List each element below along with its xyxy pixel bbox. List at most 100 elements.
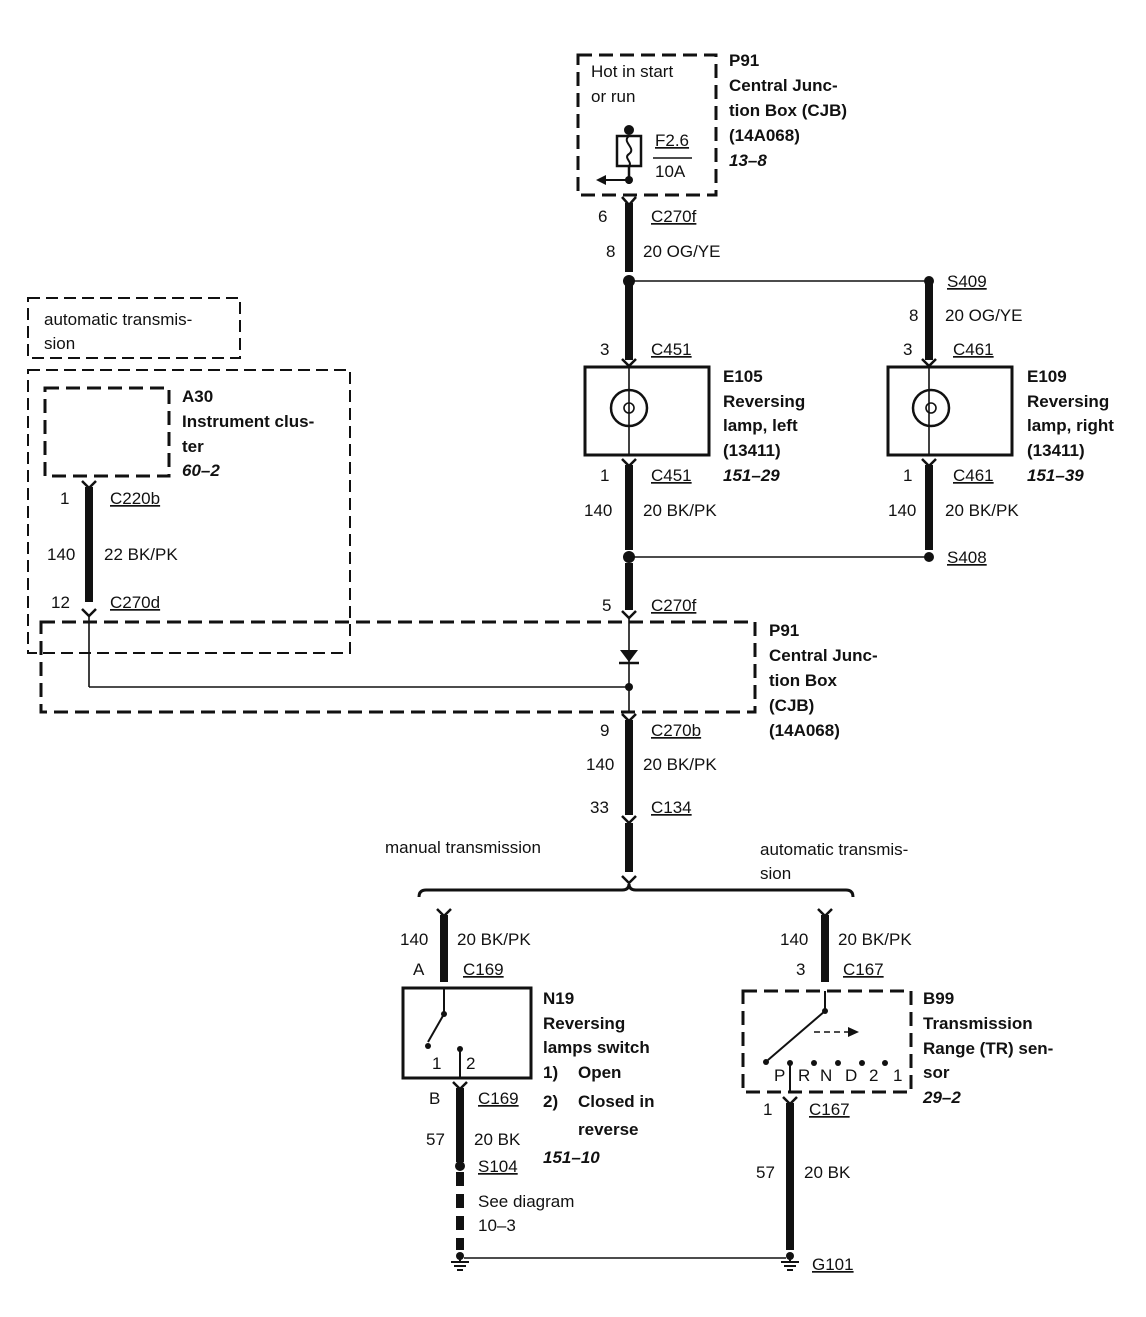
cluster-option-2: sion — [44, 334, 75, 353]
b99-circuit: 140 — [780, 930, 808, 949]
n19-wire: 20 BK/PK — [457, 930, 531, 949]
n19-state-3-text: reverse — [578, 1120, 639, 1139]
lamp-left-title-4: (13411) — [723, 441, 781, 460]
b99-title-4: sor — [923, 1063, 950, 1082]
lamp-left-conn-out: C451 — [651, 466, 692, 485]
n19-ref: 151–10 — [543, 1148, 600, 1167]
c134-conn: C134 — [651, 798, 692, 817]
cluster-option-frame — [27, 297, 241, 359]
branch-auto-label-2: sion — [760, 864, 791, 883]
cjb-mid-title-3: tion Box — [769, 671, 838, 690]
cluster-pin-bottom: 12 — [51, 593, 70, 612]
cjb-top-ref: 13–8 — [729, 151, 767, 170]
cluster-pin-top: 1 — [60, 489, 69, 508]
cjb-mid-wire: 20 BK/PK — [643, 755, 717, 774]
n19-state-1-num: 1) — [543, 1063, 558, 1082]
lamp-left-title-3: lamp, left — [723, 416, 798, 435]
fuse-id: F2.6 — [655, 131, 689, 150]
branch-manual-label: manual transmission — [385, 838, 541, 857]
n19-conn-out: C169 — [478, 1089, 519, 1108]
b99-frame — [741, 989, 913, 1094]
lamp-right-conn-in: C461 — [953, 340, 994, 359]
n19-state-1-text: Open — [578, 1063, 621, 1082]
lamp-left-pin-in: 3 — [600, 340, 609, 359]
cluster-wire: 22 BK/PK — [104, 545, 178, 564]
b99-ref: 29–2 — [922, 1088, 961, 1107]
b99-circuit-out: 57 — [756, 1163, 775, 1182]
range-switch-icon — [763, 991, 888, 1066]
lamp-left-pin-out: 1 — [600, 466, 609, 485]
cjb-top: Hot in start or run F2.6 10A P91 Central… — [576, 51, 847, 197]
n19-title-3: lamps switch — [543, 1038, 650, 1057]
lamp-right-pin-out: 1 — [903, 466, 912, 485]
lamp-right-frame — [886, 365, 1014, 457]
lamp-left-title-2: Reversing — [723, 392, 805, 411]
cjb-mid-conn-in: C270f — [651, 596, 697, 615]
sensor-b99: 140 20 BK/PK 3 C167 P R N D 2 1 B99 Tran… — [741, 908, 1053, 1274]
n19-title-2: Reversing — [543, 1014, 625, 1033]
cjb-top-connector: C270f — [651, 207, 697, 226]
n19-contact-2: 2 — [466, 1054, 475, 1073]
wire-cjb-to-c134: 9 C270b 140 20 BK/PK 33 C134 — [586, 713, 717, 885]
lamp-right: 3 C461 E109 Reversing lamp, right (13411… — [886, 340, 1114, 550]
n19-conn-in: C169 — [463, 960, 504, 979]
fuse-icon — [615, 125, 643, 184]
s409-circuit: 8 — [909, 306, 918, 325]
lamp-right-title-1: E109 — [1027, 367, 1067, 386]
lamp-right-ref: 151–39 — [1027, 466, 1084, 485]
n19-pin-in: A — [413, 960, 425, 979]
cluster-option-area — [27, 369, 351, 654]
b99-title-2: Transmission — [923, 1014, 1033, 1033]
lamp-left-circuit: 140 — [584, 501, 612, 520]
cjb-top-label-2: or run — [591, 87, 635, 106]
cjb-top-wire: 20 OG/YE — [643, 242, 720, 261]
b99-pos-p: P — [774, 1066, 785, 1085]
b99-pos-r: R — [798, 1066, 810, 1085]
b99-title-1: B99 — [923, 989, 954, 1008]
b99-pos-n: N — [820, 1066, 832, 1085]
s409-id: S409 — [947, 272, 987, 291]
branch-auto-label-1: automatic transmis- — [760, 840, 908, 859]
cluster-conn-top: C220b — [110, 489, 160, 508]
cjb-top-title-1: P91 — [729, 51, 759, 70]
lamp-left-bulb-icon — [609, 388, 649, 428]
cjb-top-frame — [576, 53, 718, 197]
branch-bracket: manual transmission automatic transmis- … — [385, 838, 908, 898]
b99-pos-1: 1 — [893, 1066, 902, 1085]
b99-pos-2: 2 — [869, 1066, 878, 1085]
n19-pin-out: B — [429, 1089, 440, 1108]
splice-s408: S408 — [623, 548, 987, 567]
wire-cjb-to-s409: 6 C270f 8 20 OG/YE — [598, 196, 720, 272]
lamp-right-wire: 20 BK/PK — [945, 501, 1019, 520]
cluster-option-1: automatic transmis- — [44, 310, 192, 329]
b99-pin-out: 1 — [763, 1100, 772, 1119]
cjb-mid-title-2: Central Junc- — [769, 646, 878, 665]
cjb-mid-title-1: P91 — [769, 621, 799, 640]
fuse-rating: 10A — [655, 162, 686, 181]
ground-right-icon — [781, 1252, 799, 1271]
c134-pin: 33 — [590, 798, 609, 817]
cjb-mid-frame — [39, 620, 757, 714]
switch-contact-icon — [425, 988, 463, 1078]
cluster-frame — [43, 386, 171, 478]
cjb-top-title-4: (14A068) — [729, 126, 800, 145]
cjb-mid-pin-in: 5 — [602, 596, 611, 615]
lamp-left-title-1: E105 — [723, 367, 763, 386]
lamp-left-conn-in: C451 — [651, 340, 692, 359]
s409-wire: 20 OG/YE — [945, 306, 1022, 325]
b99-conn-out: C167 — [809, 1100, 850, 1119]
cluster-title-1: A30 — [182, 387, 213, 406]
ground-left-icon — [451, 1252, 469, 1271]
lamp-left: 3 C451 E105 Reversing lamp, left (13411)… — [583, 340, 805, 550]
cluster-title-3: ter — [182, 437, 204, 456]
cluster: automatic transmis- sion A30 Instrument … — [27, 297, 351, 687]
cjb-mid-pin-out: 9 — [600, 721, 609, 740]
n19-see-2: 10–3 — [478, 1216, 516, 1235]
b99-wire: 20 BK/PK — [838, 930, 912, 949]
lamp-right-pin-in: 3 — [903, 340, 912, 359]
cjb-mid: P91 Central Junc- tion Box (CJB) (14A068… — [39, 619, 878, 740]
n19-contact-1: 1 — [432, 1054, 441, 1073]
cjb-mid-conn-out: C270b — [651, 721, 701, 740]
